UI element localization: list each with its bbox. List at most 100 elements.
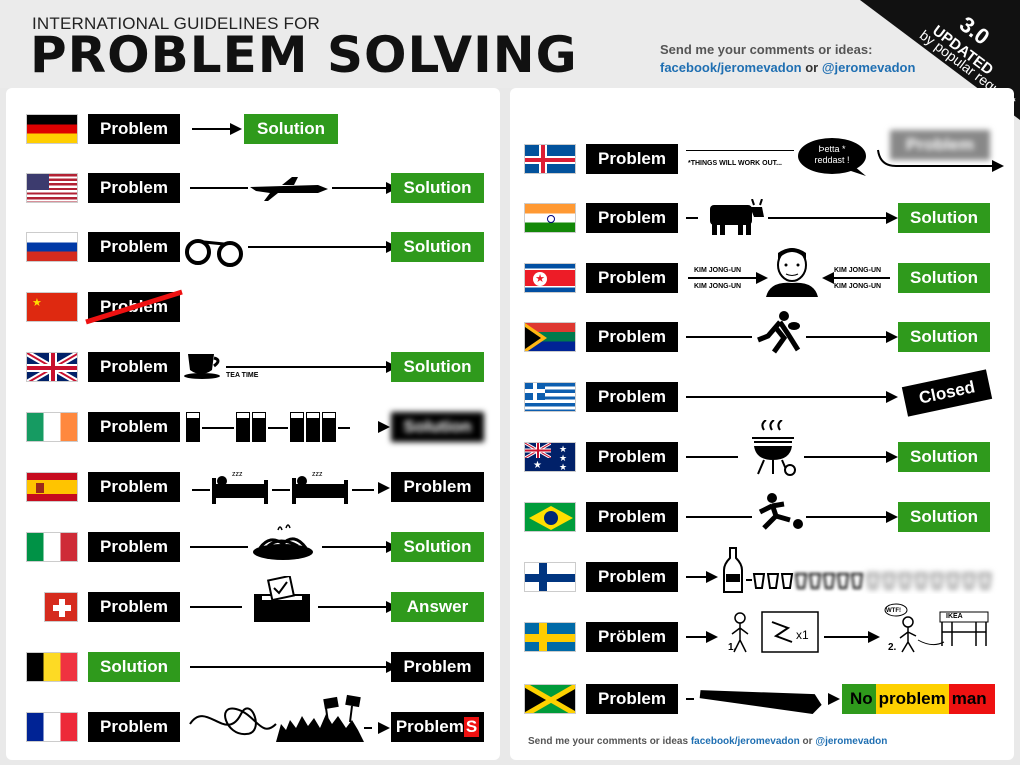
- handcuffs-icon: [185, 239, 243, 267]
- row-usa: Problem Solution: [26, 173, 496, 207]
- header: INTERNATIONAL GUIDELINES FOR PROBLEM SOL…: [0, 0, 1020, 88]
- problem-box: Problem: [586, 322, 678, 352]
- footer-facebook-link[interactable]: facebook/jeromevadon: [690, 736, 800, 747]
- solution-box: Solution: [898, 442, 990, 472]
- problem-result-box: Problem: [391, 472, 484, 502]
- page-title: PROBLEM SOLVING: [30, 26, 578, 84]
- beer-pints-icon: [186, 412, 350, 442]
- brazil-flag-icon: [524, 502, 576, 532]
- row-greece: Problem Closed: [524, 369, 1004, 417]
- problem-box: Problem: [586, 144, 678, 174]
- assembly-instructions-icon: [731, 611, 819, 653]
- step-1-label: 1.: [728, 642, 737, 653]
- solution-start-box: Solution: [88, 652, 180, 682]
- row-finland: Problem: [524, 547, 1004, 596]
- problem-box: Problem: [586, 502, 678, 532]
- row-switzerland: Problem Answer: [26, 576, 496, 626]
- censor-strike-icon: [85, 289, 183, 325]
- barbecue-grill-icon: [752, 420, 796, 476]
- india-flag-icon: [524, 203, 576, 233]
- solution-box: Solution: [391, 232, 484, 262]
- spain-flag-icon: [26, 472, 78, 502]
- row-north-korea: ★ Problem KIM JONG-UN KIM JONG-UN KIM JO…: [524, 248, 1004, 297]
- contact-prompt: Send me your comments or ideas:: [660, 42, 873, 57]
- siesta-beds-icon: zzz zzz: [192, 471, 374, 504]
- problem-box: Problem: [88, 712, 180, 742]
- left-panel: Problem Solution Problem Solution Proble…: [6, 88, 500, 760]
- footer-contact: Send me your comments or ideas facebook/…: [528, 736, 888, 747]
- jamaica-flag-icon: [524, 684, 576, 714]
- problems-word: Problem: [395, 717, 464, 736]
- row-china: ★ Problem: [26, 289, 496, 326]
- rugby-player-icon: [757, 311, 801, 354]
- problem-box: Problem: [88, 232, 180, 262]
- kim-label-left-bottom: KIM JONG-UN: [694, 283, 742, 290]
- footer-twitter-link[interactable]: @jeromevadon: [815, 736, 888, 747]
- wtf-label: WTF!: [886, 608, 901, 614]
- problem-box: Problem: [586, 203, 678, 233]
- cow-icon: [710, 199, 764, 235]
- row-india: Problem Solution: [524, 199, 1004, 237]
- kim-label-left-top: KIM JONG-UN: [694, 267, 742, 274]
- joint-icon: [699, 690, 822, 715]
- south-africa-flag-icon: [524, 322, 576, 352]
- svg-text:zzz: zzz: [312, 471, 323, 478]
- greece-flag-icon: [524, 382, 576, 412]
- solution-box: Solution: [898, 502, 990, 532]
- solution-box: Solution: [391, 352, 484, 382]
- uk-flag-icon: [26, 352, 78, 382]
- finland-flag-icon: [524, 562, 576, 592]
- problem-box: Problem: [88, 173, 180, 203]
- belgium-flag-icon: [26, 652, 78, 682]
- row-south-africa: Problem Solution: [524, 311, 1004, 356]
- blurred-problem-box: Problem: [890, 130, 990, 160]
- problem-box: Problem: [586, 684, 678, 714]
- russia-flag-icon: [26, 232, 78, 262]
- drone-icon: [250, 177, 328, 201]
- row-uk: Problem TEA TIME Solution: [26, 352, 496, 386]
- problem-box: Problem: [88, 114, 180, 144]
- step-2-label: 2.: [888, 642, 897, 653]
- kim-jong-un-icon: [766, 248, 818, 297]
- blurred-solution-box: Solution: [391, 412, 484, 442]
- speech-bubble-text: Þetta *reddast !: [814, 144, 850, 165]
- australia-flag-icon: ★★ ★★★: [524, 442, 576, 472]
- facebook-link[interactable]: facebook/jeromevadon: [660, 60, 802, 75]
- problems-suffix: S: [463, 717, 480, 737]
- problem-box: Problem: [586, 263, 678, 293]
- man-word: man: [948, 684, 995, 714]
- solution-box: Solution: [244, 114, 338, 144]
- speech-bubble-icon: [798, 138, 866, 176]
- no-word: No: [842, 684, 876, 714]
- solution-box: Solution: [898, 263, 990, 293]
- times-one-label: x1: [796, 628, 809, 642]
- svg-text:zzz: zzz: [232, 471, 243, 478]
- solution-box: Solution: [391, 173, 484, 203]
- problem-result-box: Problem: [391, 652, 484, 682]
- row-australia: ★★ ★★★ Problem Solution: [524, 420, 1004, 476]
- problem-box: Problem: [586, 442, 678, 472]
- solution-box: Solution: [898, 322, 990, 352]
- problem-box: Problem: [88, 352, 180, 382]
- problem-box: Pröblem: [586, 622, 678, 652]
- subtitle: INTERNATIONAL GUIDELINES FOR: [32, 14, 321, 33]
- row-germany: Problem Solution: [26, 114, 496, 148]
- right-panel: Problem *THINGS WILL WORK OUT... Þetta *…: [510, 88, 1014, 760]
- row-ireland: Problem Solution: [26, 412, 496, 446]
- usa-flag-icon: [26, 173, 78, 203]
- problem-box: Problem: [88, 592, 180, 622]
- solution-box: Solution: [391, 532, 484, 562]
- spaghetti-plate-icon: [253, 524, 313, 560]
- italy-flag-icon: [26, 532, 78, 562]
- row-russia: Problem Solution: [26, 232, 496, 267]
- row-belgium: Solution Problem: [26, 652, 496, 686]
- problem-box: Problem: [586, 382, 678, 412]
- row-iceland: Problem *THINGS WILL WORK OUT... Þetta *…: [524, 130, 1004, 178]
- contact-or: or: [801, 60, 822, 75]
- row-sweden: Pröblem 1. x1 WTF! IKEA 2.: [524, 603, 1004, 656]
- vodka-bottle-and-shots-icon: [723, 547, 992, 593]
